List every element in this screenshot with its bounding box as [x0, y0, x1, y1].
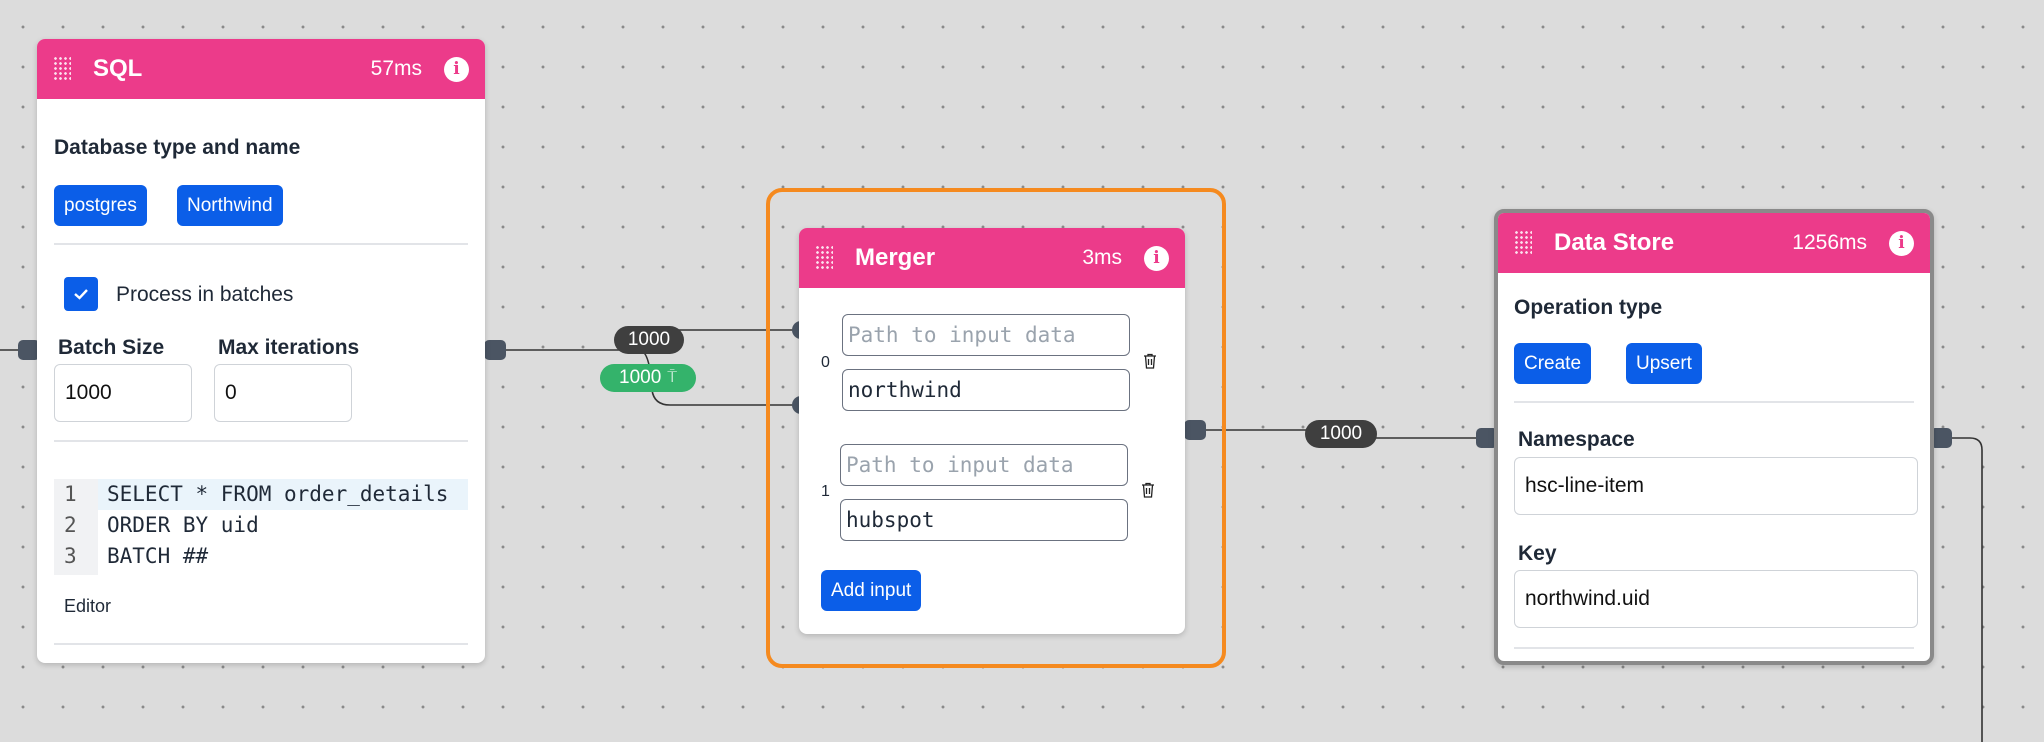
node-time: 3ms [1082, 246, 1122, 269]
key-label: Key [1518, 542, 1557, 565]
db-name-chip[interactable]: Northwind [177, 185, 283, 226]
sql-input-handle[interactable] [18, 340, 40, 360]
input-path-field[interactable]: Path to input data [842, 314, 1130, 356]
line-text: BATCH ## [107, 544, 209, 568]
input-value: hubspot [846, 508, 935, 532]
namespace-input[interactable]: hsc-line-item [1514, 457, 1918, 515]
code-line: 2 ORDER BY uid [54, 510, 448, 541]
input-value: northwind [848, 378, 962, 402]
key-input[interactable]: northwind.uid [1514, 570, 1918, 628]
edge-count-text: 1000 [627, 329, 671, 350]
input-path-field[interactable]: Path to input data [840, 444, 1128, 486]
batch-size-label: Batch Size [58, 336, 165, 359]
node-time: 1256ms [1792, 231, 1867, 254]
line-number: 1 [64, 482, 77, 506]
datastore-input-handle[interactable] [1476, 428, 1498, 448]
sql-node-header[interactable]: SQL 57ms i [37, 39, 485, 99]
datastore-output-handle[interactable] [1930, 428, 1952, 448]
sql-node[interactable]: SQL 57ms i Database type and name postgr… [37, 39, 485, 663]
edge-filter-badge[interactable]: 1000 ⍑ [600, 364, 696, 392]
trash-icon[interactable] [1143, 353, 1157, 369]
input-index: 0 [821, 354, 830, 371]
process-checkbox[interactable] [64, 277, 98, 311]
merger-output-handle[interactable] [1184, 420, 1206, 440]
divider [54, 643, 468, 645]
input-path-placeholder: Path to input data [846, 453, 1074, 477]
edge-count-badge[interactable]: 1000 [614, 326, 684, 354]
db-type-chip[interactable]: postgres [54, 185, 147, 226]
merger-node[interactable]: Merger 3ms i 0 Path to input data northw… [799, 228, 1185, 634]
input-value-field[interactable]: hubspot [840, 499, 1128, 541]
add-input-button[interactable]: Add input [821, 570, 922, 611]
input-value-field[interactable]: northwind [842, 369, 1130, 411]
input-index: 1 [821, 483, 830, 500]
edge-count-badge-2[interactable]: 1000 [1305, 420, 1377, 448]
upsert-button[interactable]: Upsert [1626, 343, 1702, 384]
editor-label: Editor [64, 596, 112, 616]
divider [1514, 647, 1914, 649]
merger-selection-outline [766, 188, 1226, 668]
code-active-line [98, 479, 468, 510]
input-path-placeholder: Path to input data [848, 323, 1076, 347]
node-title: SQL [93, 55, 143, 82]
info-icon[interactable]: i [1889, 230, 1914, 256]
drag-handle-icon[interactable] [53, 56, 71, 82]
info-icon[interactable]: i [444, 56, 469, 82]
merger-node-header[interactable]: Merger 3ms i [799, 228, 1185, 288]
divider [1514, 401, 1914, 403]
info-icon[interactable]: i [1144, 245, 1169, 271]
operation-type-title: Operation type [1514, 296, 1663, 319]
code-line: 3 BATCH ## [54, 541, 448, 572]
node-title: Merger [855, 244, 936, 271]
divider [54, 243, 468, 245]
code-line: 1 SELECT * FROM order_details [54, 479, 448, 510]
max-iterations-label: Max iterations [218, 336, 360, 359]
max-iterations-input[interactable]: 0 [214, 364, 352, 422]
create-button[interactable]: Create [1514, 343, 1592, 384]
datastore-node-header[interactable]: Data Store 1256ms i [1498, 213, 1930, 273]
filter-icon: ⍑ [667, 369, 677, 386]
node-title: Data Store [1554, 229, 1675, 256]
process-label: Process in batches [116, 283, 294, 306]
edge-count-text-2: 1000 [1319, 423, 1363, 444]
check-icon [74, 289, 88, 300]
node-time: 57ms [370, 57, 422, 80]
drag-handle-icon[interactable] [1514, 230, 1532, 256]
edge-store-out [1940, 437, 1983, 742]
db-section-title: Database type and name [54, 136, 301, 159]
code-gutter [54, 479, 98, 575]
line-text: SELECT * FROM order_details [107, 482, 449, 506]
drag-handle-icon[interactable] [815, 245, 833, 271]
datastore-node[interactable]: Data Store 1256ms i Operation type Creat… [1494, 209, 1934, 665]
divider [54, 440, 468, 442]
line-number: 3 [64, 544, 77, 568]
edge-filter-count: 1000 [619, 367, 662, 388]
line-number: 2 [64, 513, 77, 537]
sql-output-handle[interactable] [484, 340, 506, 360]
batch-size-input[interactable]: 1000 [54, 364, 192, 422]
code-editor[interactable]: 1 SELECT * FROM order_details 2 ORDER BY u… [54, 479, 468, 575]
line-text: ORDER BY uid [107, 513, 259, 537]
namespace-label: Namespace [1518, 428, 1635, 451]
trash-icon[interactable] [1141, 482, 1155, 498]
